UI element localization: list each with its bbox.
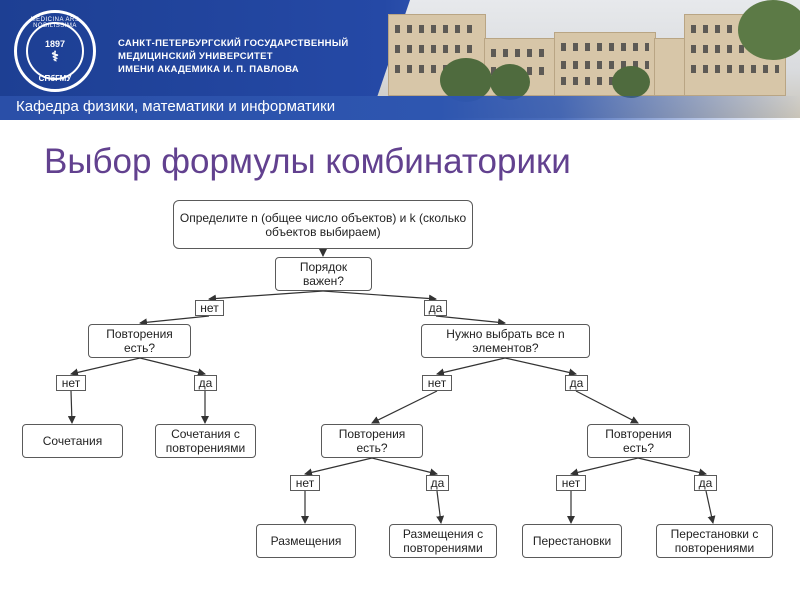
tree bbox=[490, 64, 530, 100]
connector-arrow bbox=[371, 390, 438, 424]
node-define-n-k: Определите n (общее число объектов) и k … bbox=[173, 200, 473, 249]
connector-arrow bbox=[575, 390, 639, 424]
node-arrangements: Размещения bbox=[256, 524, 356, 558]
connector-arrow bbox=[322, 290, 437, 303]
department-bar bbox=[0, 96, 800, 120]
node-permutations: Перестановки bbox=[522, 524, 622, 558]
connector-arrow bbox=[304, 457, 373, 477]
connector-arrow bbox=[70, 357, 141, 377]
building-center bbox=[554, 32, 656, 96]
branch-label-yes: да bbox=[194, 375, 217, 391]
connector-arrow bbox=[139, 315, 210, 327]
node-repetitions-left: Повторения есть? bbox=[88, 324, 191, 358]
connector-arrow bbox=[371, 457, 438, 477]
branch-label-no: нет bbox=[290, 475, 320, 491]
logo-year: 1897 bbox=[44, 39, 66, 49]
university-logo: MEDICINA ARS NOBILISSIMA 1897 ⚕ bbox=[14, 10, 96, 92]
slide-title: Выбор формулы комбинаторики bbox=[44, 142, 571, 181]
university-name-line: МЕДИЦИНСКИЙ УНИВЕРСИТЕТ bbox=[118, 51, 273, 62]
department-name: Кафедра физики, математики и информатики bbox=[16, 98, 336, 115]
branch-label-yes: да bbox=[424, 300, 447, 316]
header-banner: MEDICINA ARS NOBILISSIMA 1897 ⚕ СПбГМУ С… bbox=[0, 0, 800, 118]
branch-label-yes: да bbox=[565, 375, 588, 391]
tree bbox=[612, 66, 650, 98]
logo-motto: MEDICINA ARS NOBILISSIMA bbox=[30, 17, 80, 29]
branch-label-no: нет bbox=[556, 475, 586, 491]
connector-arrow bbox=[705, 490, 716, 524]
connector-arrow bbox=[504, 357, 577, 377]
node-repetitions-right: Повторения есть? bbox=[587, 424, 690, 458]
logo-abbreviation: СПбГМУ bbox=[38, 74, 72, 83]
branch-label-yes: да bbox=[426, 475, 449, 491]
connector-arrow bbox=[208, 290, 324, 303]
node-arrangements-with-repetitions: Размещения с повторениями bbox=[389, 524, 497, 558]
tree bbox=[440, 58, 492, 102]
connector-arrow bbox=[139, 357, 206, 377]
logo-emblem: 1897 ⚕ bbox=[26, 22, 84, 80]
university-name-line: САНКТ-ПЕТЕРБУРГСКИЙ ГОСУДАРСТВЕННЫЙ bbox=[118, 38, 349, 49]
connector-arrow bbox=[436, 357, 506, 377]
connector-arrow bbox=[67, 390, 76, 424]
branch-label-no: нет bbox=[422, 375, 452, 391]
connector-arrow bbox=[436, 490, 445, 524]
node-combinations-with-repetitions: Сочетания с повторениями bbox=[155, 424, 256, 458]
branch-label-no: нет bbox=[56, 375, 86, 391]
university-name-line: ИМЕНИ АКАДЕМИКА И. П. ПАВЛОВА bbox=[118, 64, 299, 75]
node-combinations: Сочетания bbox=[22, 424, 123, 458]
connector-arrow bbox=[637, 457, 707, 477]
connector-arrow bbox=[435, 315, 506, 327]
connector-arrow bbox=[570, 457, 639, 477]
node-select-all-n: Нужно выбрать все n элементов? bbox=[421, 324, 590, 358]
branch-label-yes: да bbox=[694, 475, 717, 491]
staff-icon: ⚕ bbox=[51, 48, 59, 64]
branch-label-no: нет bbox=[195, 300, 224, 316]
node-repetitions-mid: Повторения есть? bbox=[321, 424, 423, 458]
node-order-matters: Порядок важен? bbox=[275, 257, 372, 291]
node-permutations-with-repetitions: Перестановки с повторениями bbox=[656, 524, 773, 558]
university-name: САНКТ-ПЕТЕРБУРГСКИЙ ГОСУДАРСТВЕННЫЙ МЕДИ… bbox=[118, 37, 349, 76]
tree bbox=[738, 0, 800, 60]
